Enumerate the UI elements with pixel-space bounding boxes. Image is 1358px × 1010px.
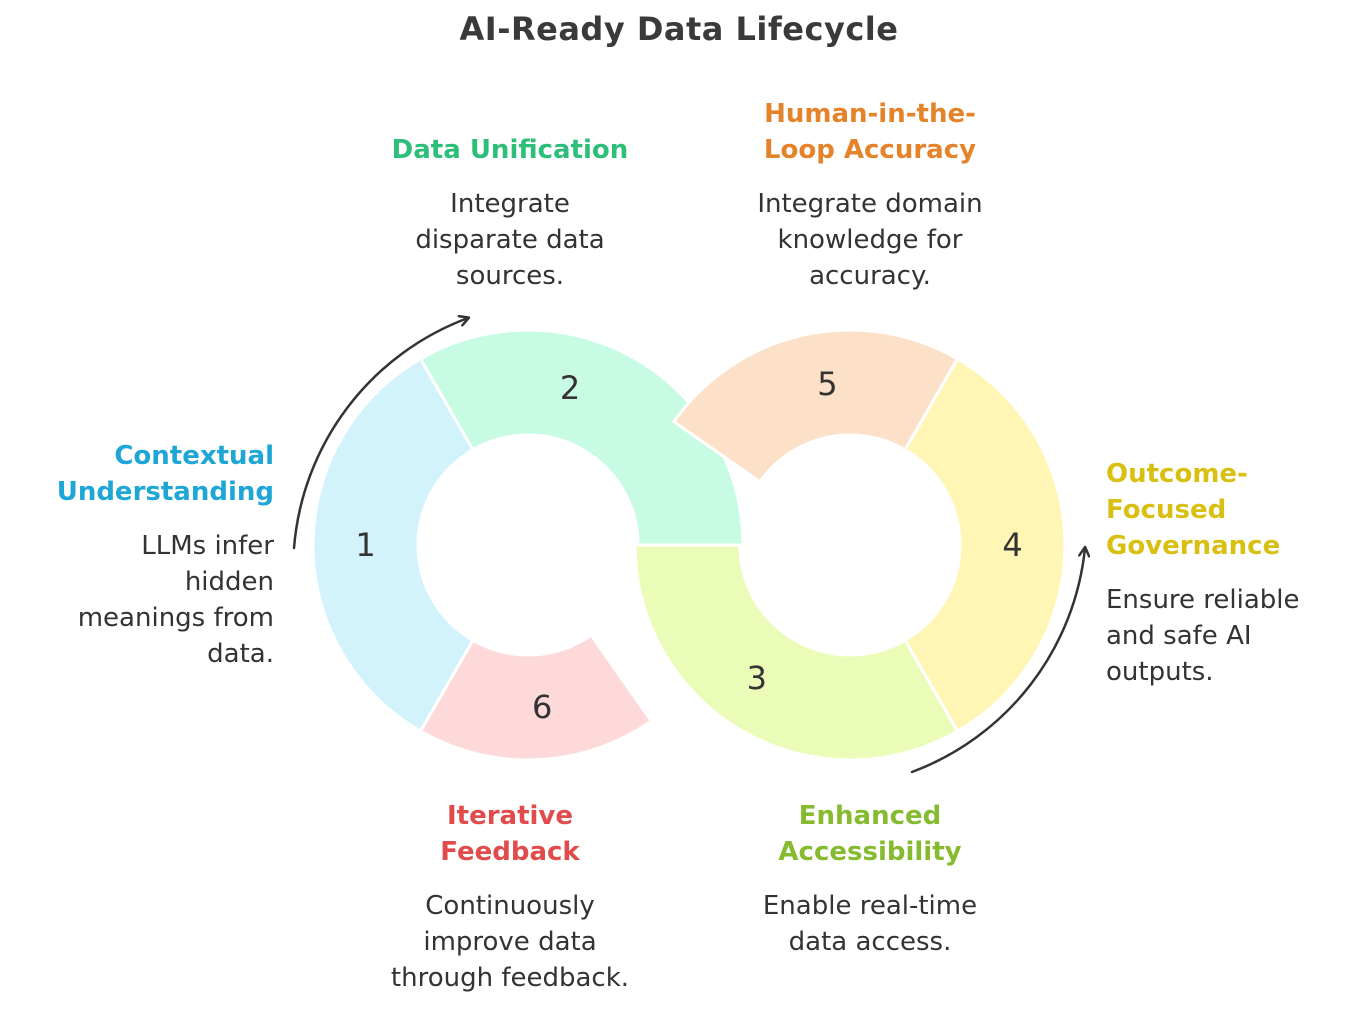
stage-heading-line: Governance — [1106, 531, 1281, 561]
stage-description-line: sources. — [455, 261, 565, 291]
left-ring — [311, 328, 745, 762]
stage-description-line: hidden — [184, 567, 274, 597]
stage-description-line: LLMs infer — [141, 531, 274, 561]
segment-number-1: 1 — [355, 526, 375, 564]
stage-description-line: improve data — [423, 927, 597, 957]
stage-description: Integrate disparate data sources. — [360, 186, 660, 294]
stage-heading-line: Outcome- — [1106, 459, 1248, 489]
stage-description-line: meanings from — [77, 603, 274, 633]
ring-segment-human-in-the-loop-accuracy — [671, 328, 960, 484]
segment-number-4: 4 — [1002, 526, 1022, 564]
ring-segment-enhanced-accessibility — [633, 543, 960, 762]
ring-segment-contextual-understanding — [311, 356, 476, 734]
segment-number-5: 5 — [817, 365, 837, 403]
stage-heading-line: Human-in-the- — [764, 99, 976, 129]
cycle-arrow-icon — [910, 548, 1085, 774]
stage-description-line: data. — [207, 639, 274, 669]
stage-description-line: outputs. — [1106, 657, 1214, 687]
ring-segment-iterative-feedback — [418, 633, 654, 762]
stage-heading-line: Loop Accuracy — [763, 135, 977, 165]
stage-heading-line: Feedback — [440, 837, 580, 867]
diagram-title: AI-Ready Data Lifecycle — [459, 10, 899, 48]
right-ring — [633, 328, 1067, 762]
stage-description-line: knowledge for — [777, 225, 963, 255]
stage-heading-line: Accessibility — [778, 837, 962, 867]
stage-description-line: Ensure reliable — [1106, 585, 1300, 615]
segment-number-6: 6 — [532, 688, 552, 726]
stage-description-line: Enable real-time — [762, 891, 978, 921]
stage-description: Integrate domain knowledge for accuracy. — [710, 186, 1030, 294]
stage-heading-line: Data Unification — [391, 135, 629, 165]
stage-heading-line: Understanding — [56, 477, 274, 507]
stage-description: Enable real-time data access. — [720, 888, 1020, 960]
segment-numbers: 1 2 6 5 4 3 — [355, 365, 1022, 726]
stage-description-line: accuracy. — [809, 261, 931, 291]
stage-heading-line: Focused — [1106, 495, 1227, 525]
stage-description-line: disparate data — [415, 225, 605, 255]
stage-description-line: Integrate — [450, 189, 570, 219]
stage-heading: Human-in-the- Loop Accuracy — [710, 96, 1030, 168]
stage-description: LLMs infer hidden meanings from data. — [20, 528, 274, 672]
stage-heading: Data Unification — [360, 132, 660, 168]
cycle-arrow-icon — [292, 318, 468, 550]
stage-heading-line: Contextual — [114, 441, 274, 471]
stage-label-human-in-the-loop-accuracy: Human-in-the- Loop Accuracy Integrate dom… — [710, 96, 1030, 294]
stage-description: Continuously improve data through feedback… — [360, 888, 660, 996]
segment-number-3: 3 — [747, 659, 767, 697]
stage-description-line: and safe AI — [1106, 621, 1252, 651]
stage-label-data-unification: Data Unification Integrate disparate data… — [360, 132, 660, 294]
stage-description-line: through feedback. — [390, 963, 630, 993]
stage-description-line: data access. — [788, 927, 952, 957]
stage-heading-line: Iterative — [446, 801, 574, 831]
stage-description-line: Integrate domain — [757, 189, 983, 219]
ring-segment-outcome-focused-governance — [902, 356, 1067, 734]
stage-description: Ensure reliable and safe AI outputs. — [1106, 582, 1356, 690]
segment-number-2: 2 — [560, 369, 580, 407]
stage-description-line: Continuously — [425, 891, 595, 921]
stage-heading-line: Enhanced — [798, 801, 942, 831]
